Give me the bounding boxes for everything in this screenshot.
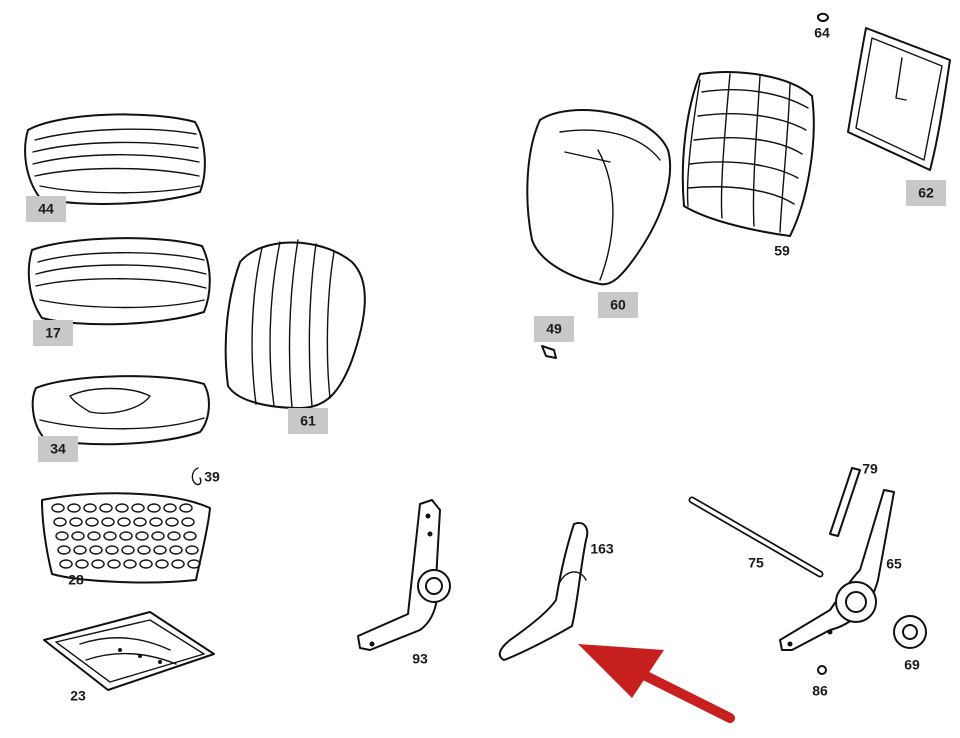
coil-spring [135,531,149,541]
coil-spring [121,545,135,555]
seat-cushion-17 [27,237,211,326]
callout-text: 62 [918,185,934,201]
coil-spring [51,503,65,513]
hinge-bracket-93 [357,499,451,651]
callout-text: 60 [610,297,626,313]
link-strip-79 [829,467,861,537]
label-64: 64 [814,25,830,41]
label-23: 23 [70,688,86,704]
backrest-shell-60 [526,109,672,286]
coil-spring [167,531,181,541]
coil-spring [171,559,185,569]
screw-86 [817,665,827,675]
coil-spring [57,545,71,555]
callout-text: 49 [546,321,562,337]
seat-pad-34 [31,375,210,446]
coil-spring [67,503,81,513]
gear-knob-69 [893,615,927,649]
coil-spring [133,517,147,527]
backrest-spring-frame-59 [681,71,815,237]
coil-spring [53,517,67,527]
backrest-cover-61 [224,239,366,409]
coil-spring [155,559,169,569]
recliner-mechanism-65 [779,489,895,651]
coil-spring [107,559,121,569]
coil-spring [85,517,99,527]
coil-spring [183,531,197,541]
coil-spring [83,503,97,513]
callout-61: 61 [288,408,328,434]
label-65: 65 [886,556,902,572]
coil-spring [89,545,103,555]
coil-spring [131,503,145,513]
label-69: 69 [904,657,920,673]
coil-spring [151,531,165,541]
callout-49: 49 [534,316,574,342]
coil-spring [117,517,131,527]
coil-spring [59,559,73,569]
label-86: 86 [812,683,828,699]
coil-spring [55,531,69,541]
coil-spring [119,531,133,541]
red-arrow-icon [578,644,735,723]
label-75: 75 [748,555,764,571]
coil-spring [139,559,153,569]
label-39: 39 [204,469,220,485]
coil-spring [71,531,85,541]
coil-spring [105,545,119,555]
coil-spring [69,517,83,527]
coil-spring [149,517,163,527]
coil-spring [91,559,105,569]
callout-44: 44 [26,196,66,222]
coil-spring [185,545,199,555]
label-79: 79 [862,461,878,477]
coil-spring [169,545,183,555]
coil-spring [103,531,117,541]
coil-spring [153,545,167,555]
cover-trim-163 [498,522,589,661]
label-59: 59 [774,243,790,259]
coil-spring [181,517,195,527]
rod-75 [688,496,824,578]
callout-60: 60 [598,292,638,318]
seat-pan-23 [43,611,215,691]
label-163: 163 [590,541,614,557]
coil-spring [187,559,201,569]
label-28: 28 [68,572,84,588]
coil-spring [115,503,129,513]
coil-spring [147,503,161,513]
seat-cushion-44 [24,113,206,205]
coil-spring [99,503,113,513]
clip-64 [817,12,829,22]
coil-spring [163,503,177,513]
coil-spring [87,531,101,541]
coil-spring [137,545,151,555]
callout-62: 62 [906,180,946,206]
callout-text: 34 [50,441,66,457]
backrest-board-62 [847,27,951,171]
spring-mat-28 [41,492,211,584]
coil-spring [179,503,193,513]
coil-spring [165,517,179,527]
callout-text: 17 [45,325,61,341]
callout-text: 61 [300,413,316,429]
callout-17: 17 [33,320,73,346]
callout-text: 44 [38,201,54,217]
clip-49 [541,345,557,359]
coil-spring [123,559,137,569]
coil-spring [73,545,87,555]
hook-39 [191,467,202,486]
label-93: 93 [412,651,428,667]
coil-spring [101,517,115,527]
coil-spring [75,559,89,569]
callout-34: 34 [38,436,78,462]
